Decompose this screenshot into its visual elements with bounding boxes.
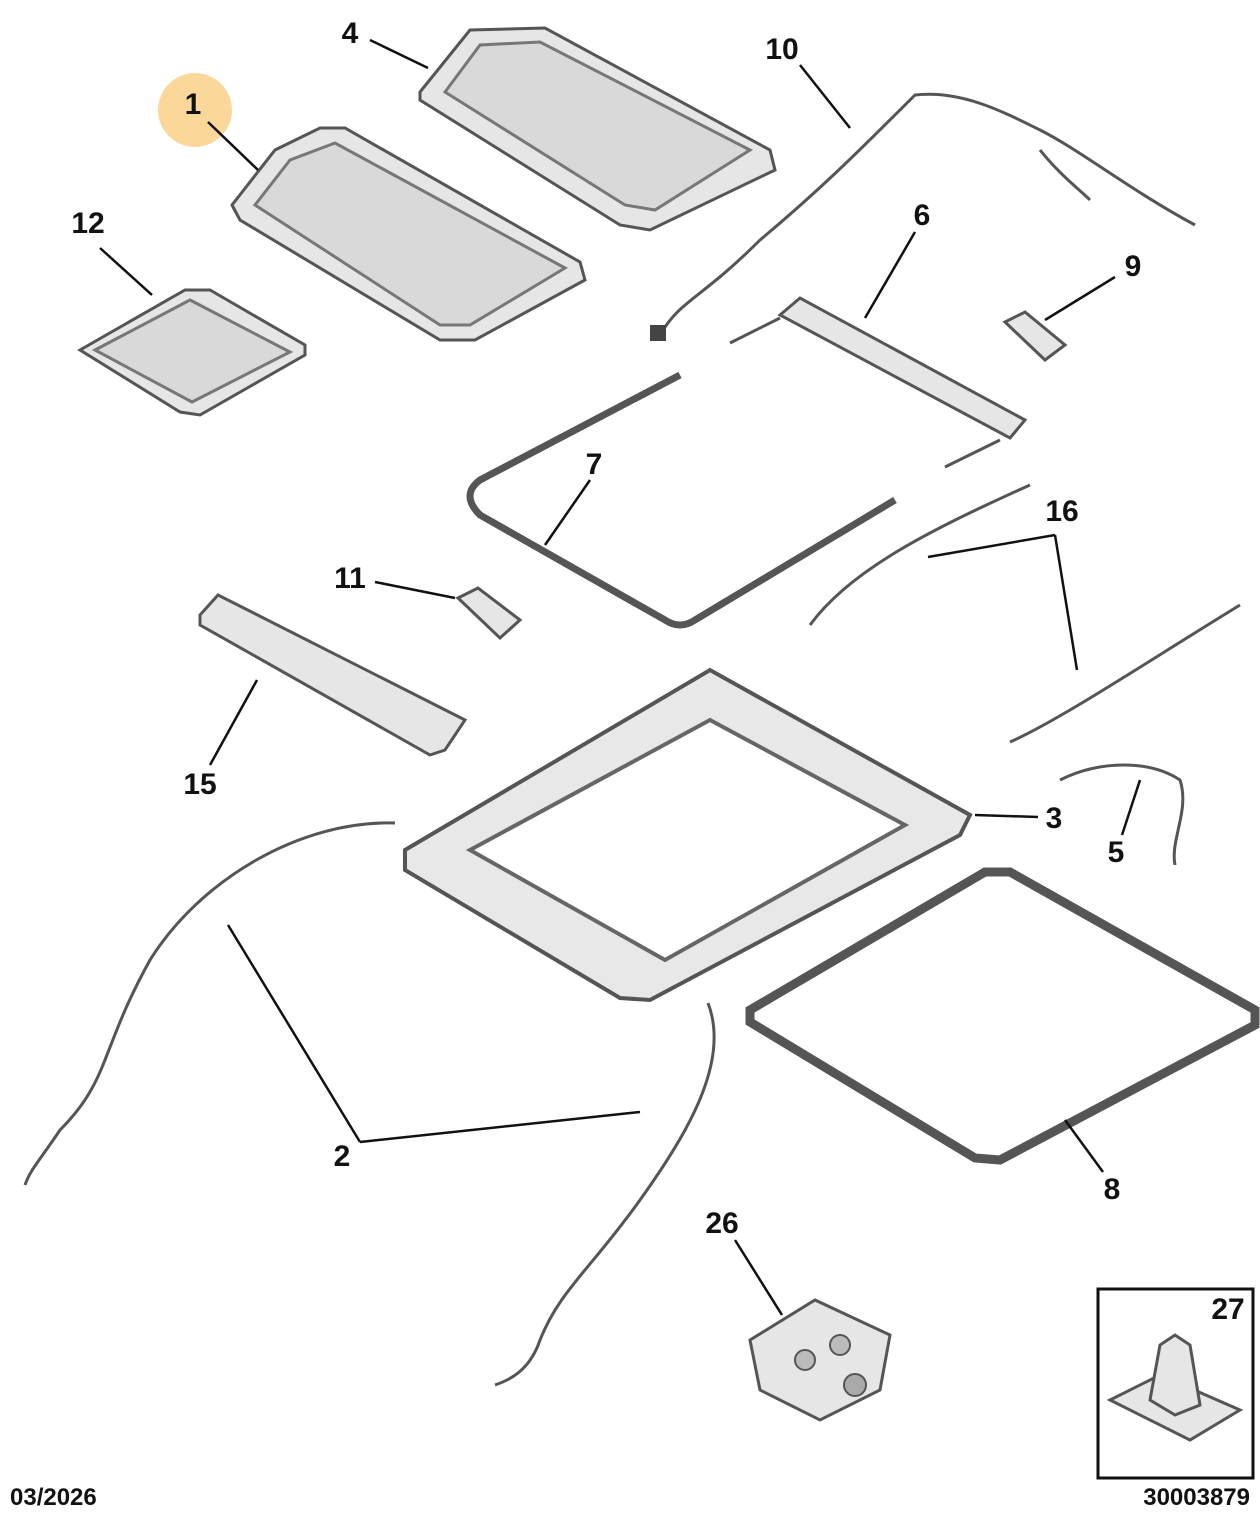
part-26-fastener-kit[interactable] [748,1298,892,1422]
part-label-7[interactable]: 7 [586,448,603,481]
part-10-wiring-harness[interactable] [650,92,1196,341]
part-27-inset-box [1096,1287,1255,1480]
part-7-seal[interactable] [466,371,897,629]
part-label-15[interactable]: 15 [183,768,216,801]
part-6-roller-shade[interactable] [729,296,1028,469]
part-3-frame[interactable] [403,667,973,1003]
part-27-clip[interactable] [1106,1333,1244,1442]
part-1-glass-panel[interactable] [230,126,587,342]
part-label-10[interactable]: 10 [765,33,798,66]
part-label-11[interactable]: 11 [334,562,366,595]
part-label-3[interactable]: 3 [1046,802,1063,835]
connector-icon [650,325,666,341]
part-label-12[interactable]: 12 [71,207,104,240]
part-16-drain-hoses[interactable] [808,483,1241,744]
part-label-16[interactable]: 16 [1045,495,1078,528]
part-label-4[interactable]: 4 [342,17,359,50]
part-label-27[interactable]: 27 [1211,1293,1244,1326]
part-label-1[interactable]: 1 [185,88,202,121]
footer-reference: 30003879 [1143,1484,1250,1511]
part-label-5[interactable]: 5 [1108,836,1125,869]
part-label-6[interactable]: 6 [914,199,931,232]
part-5-wiring[interactable] [1059,763,1185,866]
part-11-motor[interactable] [455,586,523,641]
part-label-8[interactable]: 8 [1104,1173,1121,1206]
part-9-motor[interactable] [1002,310,1068,362]
part-label-9[interactable]: 9 [1125,250,1142,283]
leader-lines [99,38,1142,1316]
part-12-glass-panel[interactable] [77,288,307,417]
footer-date: 03/2026 [10,1484,97,1511]
part-label-2[interactable]: 2 [334,1140,351,1173]
part-4-glass-panel[interactable] [418,26,777,232]
part-label-26[interactable]: 26 [705,1207,738,1240]
part-2-drain-tubes[interactable] [23,821,716,1387]
part-15-wind-deflector[interactable] [198,593,468,757]
part-8-seal[interactable] [745,867,1260,1165]
